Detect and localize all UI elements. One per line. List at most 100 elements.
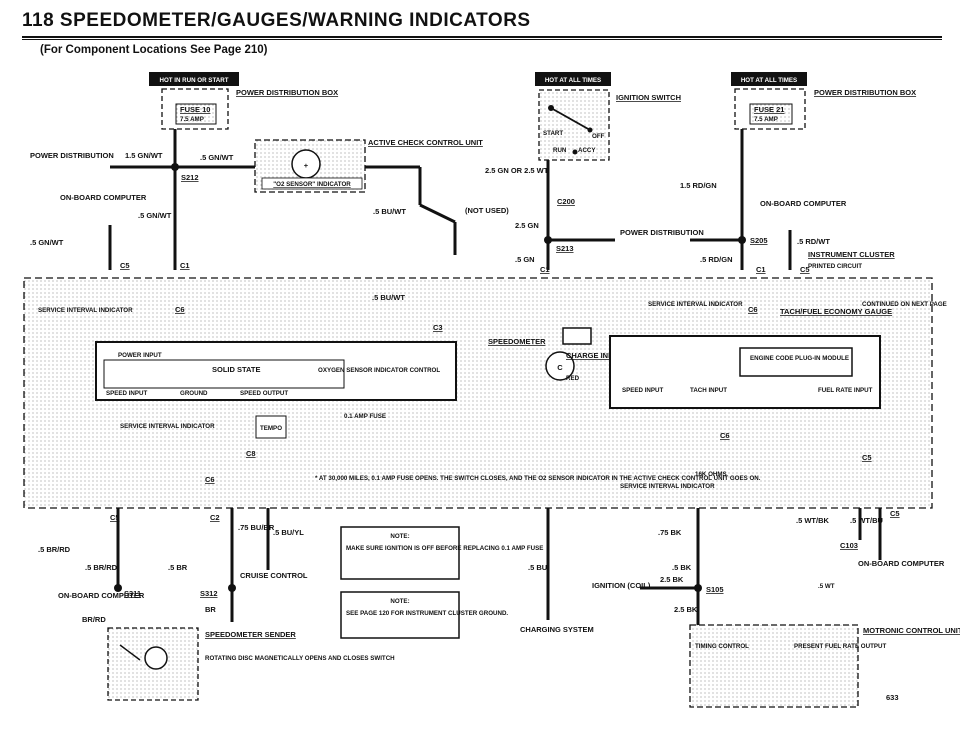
lower-wires [116,508,882,630]
power-input-label: POWER INPUT [118,352,162,359]
left-top-wires [108,129,457,270]
motronic-box: TIMING CONTROL PRESENT FUEL RATE OUTPUT … [689,624,960,708]
power-distribution-mid: POWER DISTRIBUTION [620,228,704,237]
svg-text:+: + [304,161,309,170]
conn-s212: S212 [181,173,199,182]
conn-c6b: C6 [748,305,758,314]
ign-start: START [543,130,563,137]
sender-desc: ROTATING DISC MAGNETICALLY OPENS AND CLO… [205,655,395,662]
charge-label: CHARGE INDICATOR [566,351,642,360]
fuse-21-box: FUSE 21 7.5 AMP POWER DISTRIBUTION BOX [734,88,916,130]
junction-s212 [171,163,179,171]
page-title: 118 SPEEDOMETER/GAUGES/WARNING INDICATOR… [22,10,531,31]
note-1-body: MAKE SURE IGNITION IS OFF BEFORE REPLACI… [346,545,543,552]
wire-w12: .5 RD/WT [797,237,830,246]
speed-output-label: SPEED OUTPUT [240,390,288,397]
fuse-10-rating: 7.5 AMP [180,116,204,123]
active-check-control-unit: + "O2 SENSOR" INDICATOR ACTIVE CHECK CON… [254,138,483,193]
speedometer-sender-label: SPEEDOMETER SENDER [205,630,296,639]
solid-state-box: POWER INPUT SOLID STATE OXYGEN SENSOR IN… [95,341,457,401]
conn-c6c: C6 [205,475,215,484]
red-label: RED [566,375,580,382]
onboard-lower: ON-BOARD COMPUTER [58,591,145,600]
power-distribution-left: POWER DISTRIBUTION [30,151,114,160]
badge-hot-run-start: HOT IN RUN OR START [149,72,239,86]
wire-w15: .5 BR [168,563,188,572]
page-number: 633 [886,693,899,702]
wire-w11: .5 RD/GN [700,255,733,264]
conn-c2: C2 [210,513,220,522]
fuse-21-rating: 7.5 AMP [754,116,778,123]
onboard-lower-right: ON-BOARD COMPUTER [858,559,945,568]
tempo-box [255,415,287,439]
not-used: (NOT USED) [465,206,509,215]
conn-c103: C103 [840,541,858,550]
wire-br: BR [205,605,216,614]
fuel-rate-label: FUEL RATE INPUT [818,387,873,394]
note-1-box: NOTE: MAKE SURE IGNITION IS OFF BEFORE R… [340,526,543,580]
fuse-10-box: FUSE 10 7.5 AMP POWER DISTRIBUTION BOX [161,88,338,130]
service-interval-lower: SERVICE INTERVAL INDICATOR [120,423,215,430]
note-2-title: NOTE: [390,598,409,605]
onboard-left: ON-BOARD COMPUTER [60,193,147,202]
wire-w20: .5 BK [672,563,692,572]
cruise-control-label: CRUISE CONTROL [240,571,308,580]
page-subtitle: (For Component Locations See Page 210) [40,44,268,56]
conn-s205: S205 [750,236,768,245]
wire-w9: .5 GN [515,255,535,264]
note-1-title: NOTE: [390,533,409,540]
oxygen-sensor-label: OXYGEN SENSOR INDICATOR CONTROL [318,367,440,374]
tach-input-label: TACH INPUT [690,387,727,394]
conn-c1b: C1 [540,265,550,274]
power-dist-box-right-label: POWER DISTRIBUTION BOX [814,88,916,97]
conn-s105: S105 [706,585,724,594]
middle-top-wires [546,129,792,270]
badge-hot-all-times-2: HOT AT ALL TIMES [731,72,807,86]
wire-w25: .5 WT [818,583,835,590]
tach-fuel-label: TACH/FUEL ECONOMY GAUGE [780,307,892,316]
service-interval-right: SERVICE INTERVAL INDICATOR [648,301,743,308]
speedometer-label: SPEEDOMETER [488,337,546,346]
fuse-10-label: FUSE 10 [180,105,210,114]
wire-w1: 1.5 GN/WT [125,151,163,160]
wire-w17: .5 BU/YL [273,528,304,537]
conn-c1a: C1 [180,261,190,270]
wire-w4: .5 GN/WT [30,238,64,247]
conn-c6a: C6 [175,305,185,314]
conn-c1c-top: C1 [756,265,766,274]
wire-br-rd: BR/RD [82,615,106,624]
wire-w2: .5 GN/WT [200,153,234,162]
charge-indicator: C CHARGE INDICATOR RED [545,327,642,382]
wire-w18: .5 BU [528,563,547,572]
wire-w19: .75 BK [658,528,682,537]
ignition-switch-label: IGNITION SWITCH [616,93,681,102]
wire-w10: 1.5 RD/GN [680,181,717,190]
conn-c5a: C5 [120,261,130,270]
note-30k: * AT 30,000 MILES, 0.1 AMP FUSE OPENS. T… [315,475,761,482]
wire-w23: .5 WT/BK [796,516,829,525]
wire-w5: .5 BU/WT [373,207,406,216]
timing-control-label: TIMING CONTROL [695,643,749,650]
conn-c200: C200 [557,197,575,206]
tach-fuel-area: SERVICE INTERVAL INDICATOR C6 TACH/FUEL … [609,301,947,409]
note-2-body: SEE PAGE 120 FOR INSTRUMENT CLUSTER GROU… [346,610,508,617]
engine-code-label: ENGINE CODE PLUG-IN MODULE [750,355,849,362]
ground-label: GROUND [180,390,208,397]
conn-c5d: C5 [110,513,120,522]
motronic-label: MOTRONIC CONTROL UNIT [863,626,960,635]
wire-w24: .5 WT/BU [850,516,883,525]
ignition-coil: IGNITION (COIL) [592,581,651,590]
note-2-box: NOTE: SEE PAGE 120 FOR INSTRUMENT CLUSTE… [340,591,508,639]
present-fuel-rate-label: PRESENT FUEL RATE OUTPUT [794,643,886,650]
ign-accy: ACCY [578,147,596,154]
conn-s312: S312 [200,589,218,598]
charging-system: CHARGING SYSTEM [520,625,594,634]
wire-w21: 2.5 BK [660,575,684,584]
active-check-label: ACTIVE CHECK CONTROL UNIT [368,138,483,147]
title-rule-thin [22,39,942,40]
wire-w6: .5 BU/WT [372,293,405,302]
wire-w14: .5 BR/RD [85,563,118,572]
badge-hot-all-times-1: HOT AT ALL TIMES [535,72,611,86]
conn-s213: S213 [556,244,574,253]
